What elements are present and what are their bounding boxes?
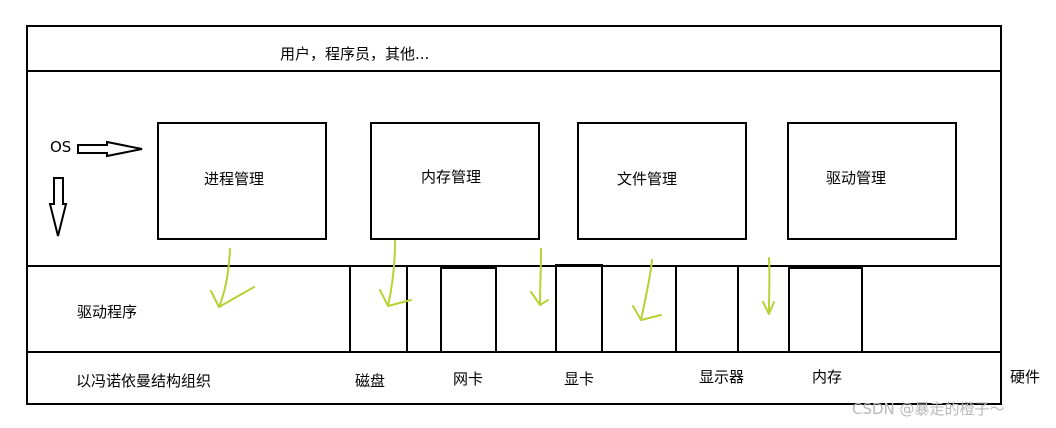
- module-label-driver: 驱动管理: [826, 169, 887, 187]
- green-arrow-5: [762, 257, 775, 315]
- module-label-memory: 内存管理: [421, 168, 482, 186]
- green-arrow-3: [530, 248, 549, 306]
- hardware-org-label: 以冯诺依曼结构组织: [76, 372, 212, 390]
- module-label-process: 进程管理: [204, 170, 265, 188]
- driver-layer-label: 驱动程序: [77, 303, 138, 321]
- device-label-disk: 磁盘: [355, 372, 386, 390]
- module-box-file: [577, 122, 747, 240]
- user-layer-label: 用户，程序员，其他...: [280, 45, 430, 63]
- module-box-process: [157, 122, 327, 240]
- module-box-driver: [787, 122, 957, 240]
- module-label-file: 文件管理: [617, 170, 678, 188]
- os-label: OS: [50, 138, 72, 156]
- module-box-memory: [370, 122, 540, 240]
- driver-block-memory: [788, 267, 863, 353]
- device-label-nic: 网卡: [453, 370, 484, 388]
- driver-block-nic: [440, 267, 497, 353]
- green-arrow-4: [632, 259, 662, 321]
- outer-frame: [26, 25, 1002, 405]
- driver-block-gpu: [555, 264, 603, 353]
- device-label-memory: 内存: [812, 368, 843, 386]
- watermark: CSDN @暴走的橙子～: [852, 400, 1005, 418]
- device-label-gpu: 显卡: [564, 370, 595, 388]
- green-arrow-1: [210, 248, 255, 308]
- hardware-label: 硬件: [1010, 368, 1041, 386]
- driver-block-display: [675, 265, 739, 353]
- green-arrow-2: [379, 240, 412, 307]
- right-arrow-icon: [77, 140, 143, 158]
- driver-block-disk: [349, 265, 408, 353]
- down-arrow-icon: [48, 177, 68, 237]
- device-label-display: 显示器: [699, 368, 745, 386]
